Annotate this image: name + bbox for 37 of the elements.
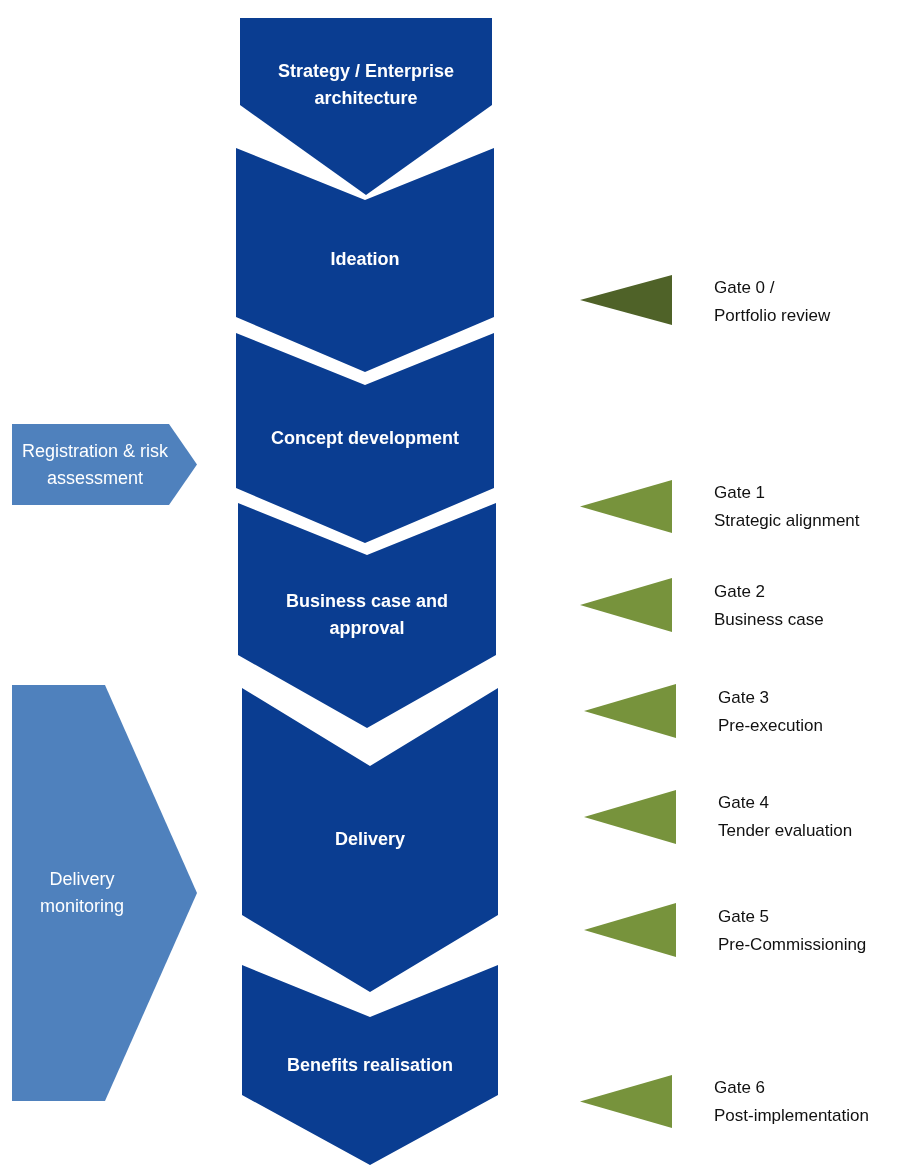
- step-label: Benefits realisation: [285, 1054, 455, 1077]
- chevron-step: [242, 688, 498, 992]
- gate-label: Business case: [714, 609, 824, 631]
- gate-label: Pre-Commissioning: [718, 934, 867, 956]
- gate-triangle: [584, 790, 676, 844]
- chevron-step: [238, 503, 496, 728]
- step-label: Ideation: [329, 248, 401, 271]
- step-label: Business case and approval: [284, 590, 450, 640]
- gate-label: Portfolio review: [714, 305, 831, 327]
- gate-label: Strategic alignment: [714, 510, 860, 532]
- gate-label: Gate 5: [718, 906, 770, 928]
- gate-label: Gate 1: [714, 482, 766, 504]
- step-label: Strategy / Enterprise architecture: [276, 60, 456, 110]
- step-label: Registration & risk assessment: [20, 439, 170, 490]
- chevron-step: [236, 148, 494, 372]
- chevron-step: [242, 965, 498, 1165]
- gate-label: Gate 2: [714, 581, 766, 603]
- gate-label: Tender evaluation: [718, 820, 853, 842]
- gate-label: Pre-execution: [718, 715, 823, 737]
- gate-triangle: [580, 480, 672, 533]
- gate-label: Gate 3: [718, 687, 770, 709]
- chevron-step: [236, 333, 494, 543]
- gate-triangle: [584, 684, 676, 738]
- chevron-step: [240, 18, 492, 195]
- gate-label: Gate 0 /: [714, 277, 775, 299]
- gate-label: Gate 4: [718, 792, 770, 814]
- arrow-shape: [12, 685, 197, 1101]
- step-label: Delivery monitoring: [38, 868, 125, 918]
- gate-triangle: [580, 578, 672, 632]
- step-label: Delivery: [333, 828, 407, 851]
- gate-label: Gate 6: [714, 1077, 766, 1099]
- arrow-shape: [12, 424, 197, 505]
- step-label: Concept development: [270, 427, 460, 450]
- gate-triangle: [580, 275, 672, 325]
- gate-triangle: [580, 1075, 672, 1128]
- gate-triangle: [584, 903, 676, 957]
- gate-label: Post-implementation: [714, 1105, 869, 1127]
